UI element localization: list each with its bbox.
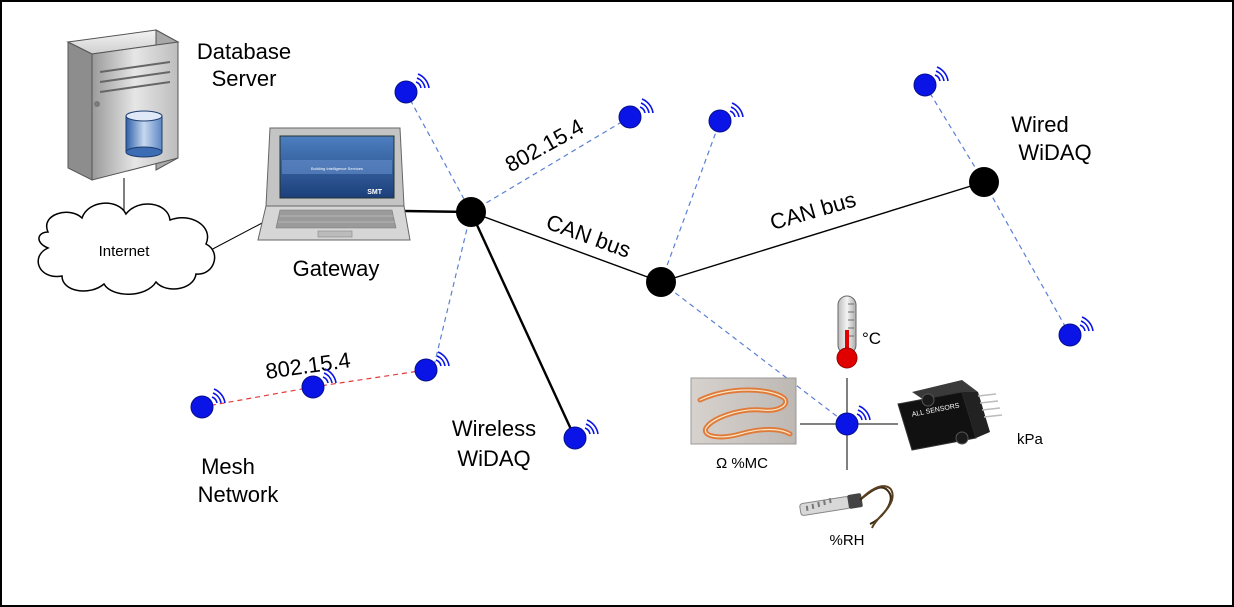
gateway-label: Gateway — [293, 256, 380, 281]
server-icon — [66, 29, 180, 181]
wireless-link — [983, 181, 1071, 336]
internet-label: Internet — [99, 243, 151, 260]
wired-link — [469, 211, 577, 439]
wireless-node-icon — [835, 405, 871, 436]
moisture-unit-label: Ω %MC — [716, 455, 768, 472]
thermometer-icon — [836, 295, 858, 369]
laptop-brand: SMT — [367, 189, 383, 196]
can-bus-label-2: CAN bus — [767, 187, 859, 235]
temperature-unit-label: °C — [862, 329, 881, 348]
wired-node-icon — [456, 197, 486, 227]
mesh-network-label-line2: Network — [198, 482, 280, 507]
wireless-link — [924, 84, 985, 183]
wireless-widaq-label-line2: WiDAQ — [457, 446, 530, 471]
can-bus-link — [660, 181, 985, 283]
wireless-link — [470, 116, 631, 213]
db-server-label-line2: Server — [212, 66, 277, 91]
wireless-node-icon — [913, 66, 949, 97]
mesh-network-label-line1: Mesh — [201, 454, 255, 479]
humidity-probe-icon — [799, 485, 894, 529]
wireless-link — [405, 91, 472, 213]
humidity-unit-label: %RH — [829, 532, 864, 549]
db-server-label-line1: Database — [197, 39, 291, 64]
wireless-node-icon — [414, 351, 450, 382]
can-bus-link — [470, 211, 662, 283]
wireless-link — [432, 211, 472, 371]
pressure-sensor-icon: ALL SENSORS — [897, 380, 1003, 451]
wired-node-icon — [646, 267, 676, 297]
laptop-icon: Building Intelligence Services SMT — [257, 127, 411, 241]
wired-widaq-label-line1: Wired — [1011, 112, 1068, 137]
internet-gateway-link — [206, 221, 265, 253]
wireless-node-icon — [708, 102, 744, 133]
wireless-link — [660, 120, 721, 283]
wireless-widaq-label-line1: Wireless — [452, 416, 536, 441]
wireless-node-icon — [394, 73, 430, 104]
mesh-link — [312, 369, 427, 388]
mesh-link — [201, 386, 314, 408]
moisture-tape-icon — [690, 377, 797, 445]
laptop-screen-title: Building Intelligence Services — [311, 166, 363, 171]
cloud-icon — [37, 202, 216, 295]
wired-widaq-label-line2: WiDAQ — [1018, 140, 1091, 165]
wireless-node-icon — [1058, 316, 1094, 347]
wireless-node-icon — [618, 98, 654, 129]
pressure-unit-label: kPa — [1017, 431, 1044, 448]
wired-node-icon — [969, 167, 999, 197]
database-icon — [125, 110, 163, 158]
wireless-link — [660, 281, 848, 425]
